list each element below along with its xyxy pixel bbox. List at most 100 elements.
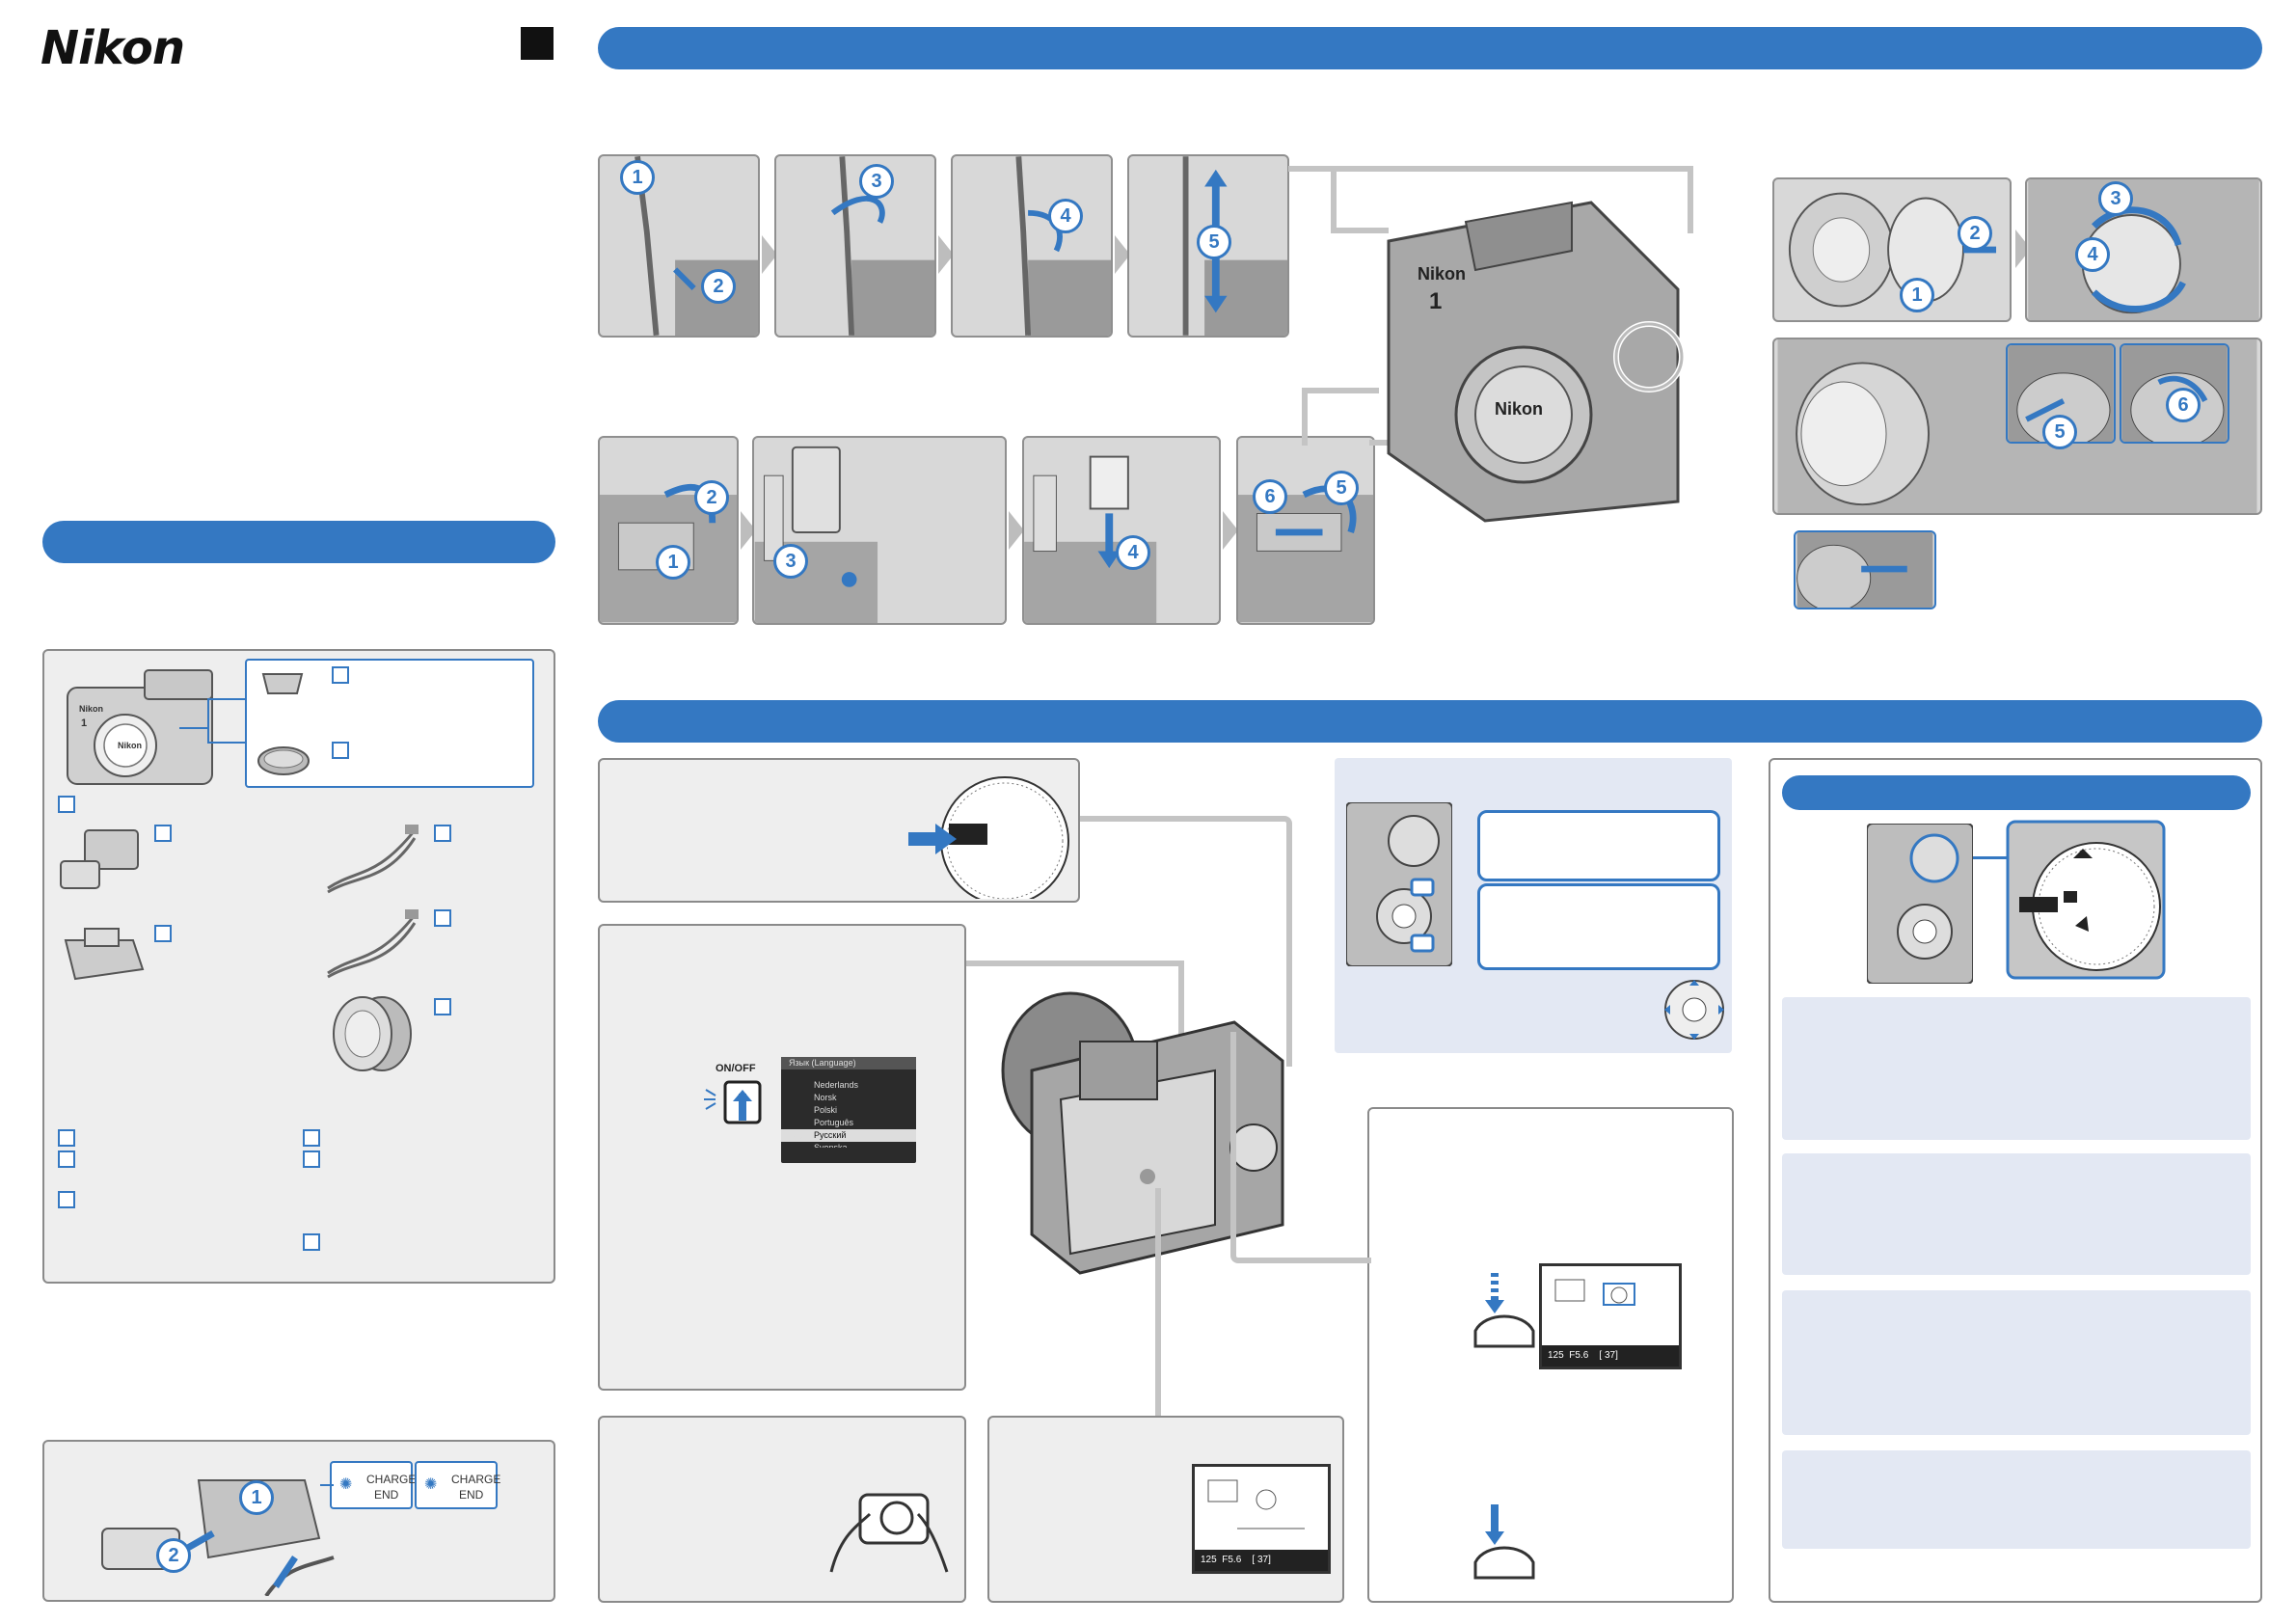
step-number-3: 3 [2098,181,2133,216]
power-switch-label: ON/OFF [716,1063,756,1074]
section-band-shooting [598,700,2262,743]
checkbox-charger[interactable] [154,925,172,942]
connector-line [320,1484,334,1486]
checkbox-item-f[interactable] [303,1233,320,1251]
lcd-shutter: 125 [1548,1350,1564,1361]
camera-body-large-illustration: Nikon Nikon 1 [1387,201,1685,523]
hands-holding-camera-illustration [829,1493,949,1573]
battery-icon [60,829,139,889]
led-charge-label: CHARGE [366,1473,417,1486]
step-number-5: 5 [1197,225,1231,259]
lcd-shutter: 125 [1201,1555,1217,1565]
playback-button-callout [1477,810,1720,881]
camera-brand-label: Nikon [1418,264,1466,284]
language-menu-header: Язык (Language) [781,1057,916,1069]
charging-panel: 1 2 ✺ CHARGE END ✺ CHARGE END [42,1440,555,1602]
checkbox-body-cap[interactable] [332,742,349,759]
step-number-2: 2 [701,269,736,304]
step-arrow [762,235,777,274]
language-item[interactable]: Norsk [814,1093,837,1102]
camera-back-illustration [1001,991,1284,1275]
connector-strap-2 [1331,166,1389,233]
shutter-release-panel: 125 F5.6 [ 37] [1367,1107,1734,1603]
framing-panel: 125 F5.6 [ 37] [987,1416,1344,1603]
svg-text:1: 1 [81,717,87,729]
mode-description-1 [1782,997,2251,1140]
checkbox-item-a[interactable] [58,1129,75,1147]
battery-step-1 [598,436,739,625]
lcd-scene-focused [1554,1279,1635,1306]
led-blink-icon: ✺ [339,1476,353,1493]
language-item[interactable]: Polski [814,1105,838,1115]
mode-description-3 [1782,1290,2251,1435]
step-number-1: 1 [1900,278,1934,312]
step-number-6: 6 [1253,479,1287,514]
checkbox-item-d[interactable] [303,1129,320,1147]
lcd-info-bar: 125 F5.6 [ 37] [1542,1345,1679,1367]
buttons-panel [1335,758,1732,1053]
step-number-1: 1 [656,545,690,580]
step-number-1: 1 [620,160,655,195]
step-number-5: 5 [1324,471,1359,505]
language-item[interactable]: Nederlands [814,1080,859,1090]
checkbox-item-c[interactable] [58,1191,75,1208]
lens-step-1 [1772,177,2012,322]
checkbox-av-cable[interactable] [434,909,451,927]
connector-line [179,698,247,744]
mode-selection-panel [1769,758,2262,1603]
lcd-focus-preview: 125 F5.6 [ 37] [1539,1263,1682,1369]
section-band-setup [598,27,2262,69]
led-done-icon: ✺ [424,1476,438,1493]
full-press-illustration [1473,1504,1535,1580]
connector-dial [1080,816,1292,1067]
multi-selector-icon[interactable] [1662,978,1726,1042]
checkbox-shoe-cover[interactable] [332,666,349,684]
step-arrow [938,235,954,274]
lcd-info-bar: 125 F5.6 [ 37] [1195,1550,1328,1571]
lcd-scene [1207,1479,1305,1529]
step-number-4: 4 [2075,237,2110,272]
strap-step-3 [951,154,1113,338]
connector-line [1973,856,2008,859]
camera-body-illustration: Nikon Nikon 1 [67,669,213,785]
mode-description-4 [1782,1450,2251,1549]
power-on-panel: ON/OFF Язык (Language) Nederlands Norsk … [598,924,966,1391]
nikon-logo: Nikon [41,21,185,75]
led-end-label: END [459,1488,484,1502]
connector-battery [1302,388,1379,446]
checkbox-battery[interactable] [154,825,172,842]
connector-strap [1288,166,1693,233]
lcd-aperture: F5.6 [1222,1555,1242,1565]
step-number-2: 2 [1958,216,1992,251]
wrench-icon: ⚙ [791,1128,803,1144]
mode-description-2 [1782,1153,2251,1275]
lcd-frames: [ 37] [1599,1350,1618,1361]
language-item[interactable]: Svenska [814,1143,848,1148]
step-number-5: 5 [2042,415,2077,449]
step-arrow [1115,235,1130,274]
lcd-aperture: F5.6 [1569,1350,1589,1361]
av-cable-icon [327,909,419,979]
svg-text:Nikon: Nikon [118,741,142,750]
connector-screen [1155,1188,1161,1420]
checkbox-lens[interactable] [434,998,451,1015]
body-cap-icon [257,746,310,775]
checkbox-usb-cable[interactable] [434,825,451,842]
checkbox-item-b[interactable] [58,1150,75,1168]
language-item-selected[interactable]: Русский [781,1129,916,1142]
mode-dial-detail [2006,820,2166,980]
usb-cable-icon [327,825,419,894]
charger-illustration [101,1479,335,1596]
checkbox-camera[interactable] [58,796,75,813]
step-number-4: 4 [1048,199,1083,233]
checkbox-item-e[interactable] [303,1150,320,1168]
lens-step-2 [2025,177,2262,322]
charge-led-blinking: ✺ CHARGE END [330,1461,417,1509]
step-number-3: 3 [859,164,894,199]
led-end-label: END [374,1488,399,1502]
half-press-illustration [1473,1273,1535,1348]
mode-dial-panel [598,758,1080,903]
language-item[interactable]: Português [814,1118,854,1127]
mode-dial-illustration [908,776,1069,899]
lens-release-detail [1794,530,1936,609]
